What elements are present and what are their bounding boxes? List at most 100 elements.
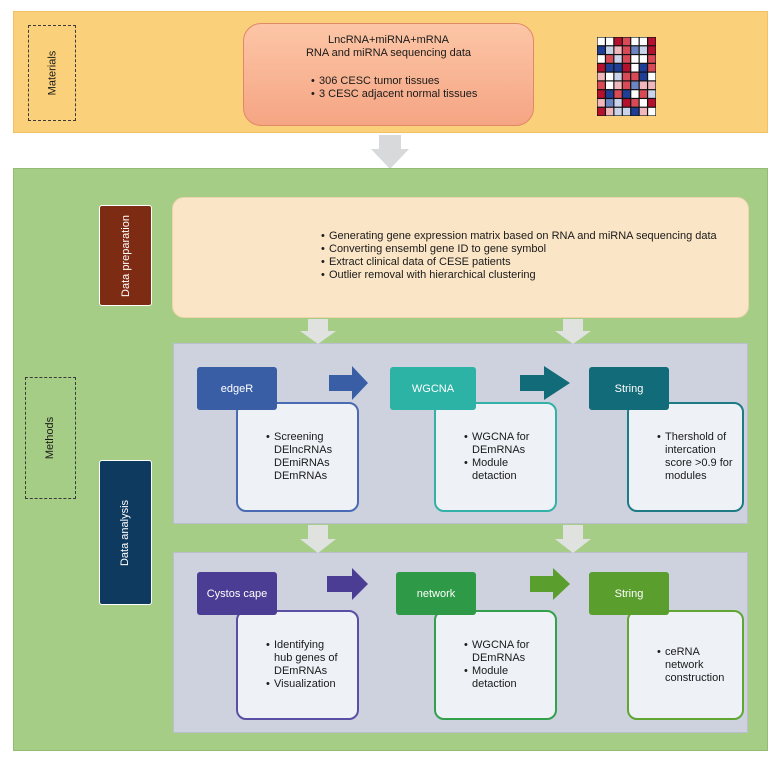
heatmap-cell xyxy=(606,55,614,63)
heatmap-cell xyxy=(597,63,605,72)
down-arrow-icon xyxy=(300,319,336,344)
data-analysis-label: Data analysis xyxy=(99,460,152,605)
heatmap-cell xyxy=(648,46,656,54)
heatmap-cell xyxy=(639,37,647,46)
heatmap-cell xyxy=(597,81,605,90)
heatmap-cell xyxy=(606,99,614,107)
string-header-2: String xyxy=(589,572,669,615)
methods-label-box: Methods xyxy=(25,377,76,499)
down-arrow-icon xyxy=(555,319,591,344)
right-arrow-icon xyxy=(530,568,570,600)
prep-bullet: Extract clinical data of CESE patients xyxy=(321,256,748,269)
heatmap-cell xyxy=(648,72,656,81)
heatmap-cell xyxy=(648,81,656,90)
heatmap-cell xyxy=(648,37,656,46)
heatmap-cell xyxy=(631,90,639,98)
right-arrow-icon xyxy=(327,568,368,600)
heatmap-cell xyxy=(614,63,622,72)
heatmap-cell xyxy=(614,90,622,98)
heatmap-cell xyxy=(631,81,639,90)
heatmap-cell xyxy=(614,72,622,81)
heatmap-cell xyxy=(614,46,622,54)
heatmap-cell xyxy=(622,37,631,46)
heatmap-cell xyxy=(597,99,605,107)
right-arrow-icon xyxy=(520,366,570,400)
heatmap-cell xyxy=(614,107,622,116)
wgcna-header: WGCNA xyxy=(390,367,476,410)
heatmap-cell xyxy=(648,99,656,107)
heatmap-cell xyxy=(597,37,605,46)
heatmap-cell xyxy=(648,90,656,98)
down-arrow-icon xyxy=(371,135,409,169)
prep-bullet: Generating gene expression matrix based … xyxy=(321,230,748,243)
heatmap-cell xyxy=(648,107,656,116)
edger-card: Screening DElncRNAs DEmiRNAs DEmRNAs xyxy=(236,402,359,512)
heatmap-cell xyxy=(639,46,647,54)
edger-bullet: Screening DElncRNAs DEmiRNAs DEmRNAs xyxy=(266,431,344,483)
network-bullet: WGCNA for DEmRNAs xyxy=(464,639,538,665)
wgcna-card: WGCNA for DEmRNAs Module detaction xyxy=(434,402,557,512)
heatmap-cell xyxy=(639,107,647,116)
heatmap-cell xyxy=(639,90,647,98)
heatmap-cell xyxy=(606,81,614,90)
heatmap-cell xyxy=(622,55,631,63)
edger-header: edgeR xyxy=(197,367,277,410)
cytoscape-bullet: Visualization xyxy=(266,678,338,691)
heatmap-cell xyxy=(622,63,631,72)
heatmap-cell xyxy=(622,99,631,107)
heatmap-cell xyxy=(597,46,605,54)
string-card-2: ceRNA network construction xyxy=(627,610,744,720)
network-header: network xyxy=(396,572,476,615)
heatmap-cell xyxy=(639,81,647,90)
heatmap-cell xyxy=(622,72,631,81)
heatmap-cell xyxy=(631,107,639,116)
heatmap-cell xyxy=(622,107,631,116)
heatmap-cell xyxy=(606,107,614,116)
heatmap-cell xyxy=(622,90,631,98)
cytoscape-header: Cystos cape xyxy=(197,572,277,615)
heatmap-cell xyxy=(631,72,639,81)
heatmap-cell xyxy=(639,99,647,107)
heatmap-cell xyxy=(631,55,639,63)
materials-line-1: LncRNA+miRNA+mRNA xyxy=(327,34,450,46)
heatmap-cell xyxy=(614,55,622,63)
heatmap-cell xyxy=(648,55,656,63)
heatmap-cell xyxy=(597,72,605,81)
heatmap-cell xyxy=(639,72,647,81)
heatmap-cell xyxy=(639,63,647,72)
cytoscape-card: Identifying hub genes of DEmRNAs Visuali… xyxy=(236,610,359,720)
heatmap-cell xyxy=(614,81,622,90)
heatmap-cell xyxy=(631,37,639,46)
heatmap-cell xyxy=(631,99,639,107)
heatmap-cell xyxy=(631,63,639,72)
right-arrow-icon xyxy=(329,366,368,400)
materials-line-2: RNA and miRNA sequencing data xyxy=(305,47,472,59)
string-card-1: Thershold of intercation score >0.9 for … xyxy=(627,402,744,512)
heatmap-cell xyxy=(606,90,614,98)
materials-source-box: LncRNA+miRNA+mRNA RNA and miRNA sequenci… xyxy=(243,23,534,126)
materials-bullet: 3 CESC adjacent normal tissues xyxy=(311,88,533,101)
wgcna-bullet: WGCNA for DEmRNAs xyxy=(464,431,538,457)
heatmap-cell xyxy=(606,46,614,54)
wgcna-bullet: Module detaction xyxy=(464,457,538,483)
prep-bullet: Outlier removal with hierarchical cluste… xyxy=(321,269,748,282)
heatmap-cell xyxy=(597,55,605,63)
heatmap-icon xyxy=(597,37,656,116)
heatmap-cell xyxy=(614,37,622,46)
network-bullet: Module detaction xyxy=(464,665,538,691)
heatmap-cell xyxy=(606,63,614,72)
heatmap-cell xyxy=(622,46,631,54)
heatmap-cell xyxy=(606,37,614,46)
string-1-bullet: Thershold of intercation score >0.9 for … xyxy=(657,431,737,483)
string-2-bullet: ceRNA network construction xyxy=(657,646,729,685)
network-card: WGCNA for DEmRNAs Module detaction xyxy=(434,610,557,720)
heatmap-cell xyxy=(648,63,656,72)
data-preparation-box: Generating gene expression matrix based … xyxy=(172,197,749,318)
materials-label-box: Materials xyxy=(28,25,76,121)
down-arrow-icon xyxy=(555,525,591,553)
heatmap-cell xyxy=(639,55,647,63)
heatmap-cell xyxy=(631,46,639,54)
down-arrow-icon xyxy=(300,525,336,553)
cytoscape-bullet: Identifying hub genes of DEmRNAs xyxy=(266,639,338,678)
